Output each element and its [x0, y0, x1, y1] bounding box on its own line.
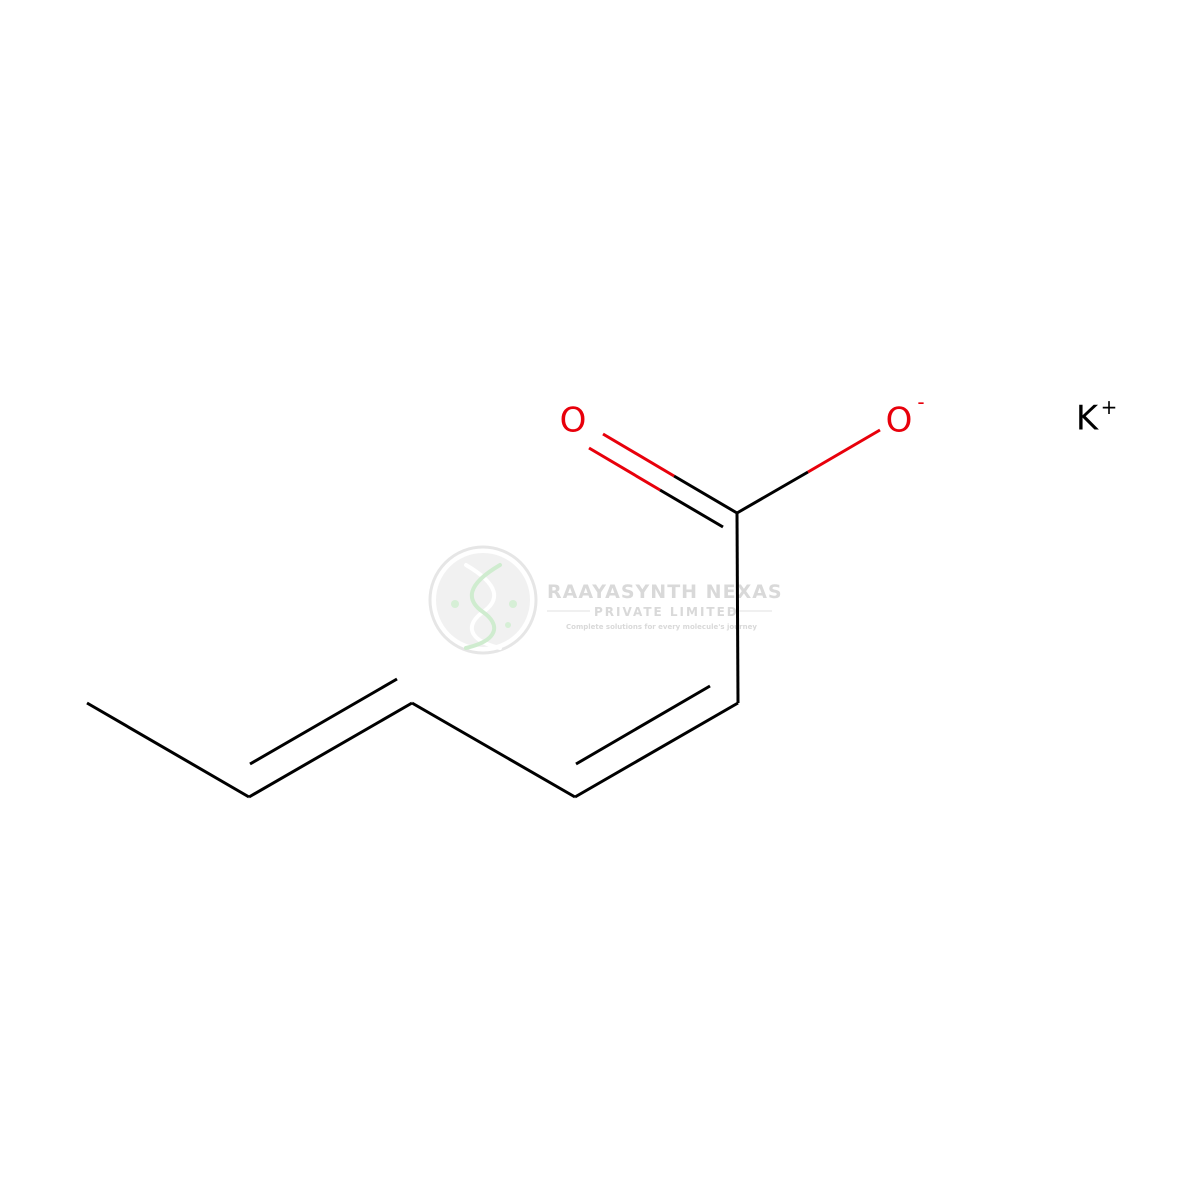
bond-anion-red: [807, 428, 881, 474]
watermark-tagline: Complete solutions for every molecule's …: [566, 623, 757, 631]
potassium-charge: +: [1101, 395, 1118, 419]
watermark-logo-disc: [436, 553, 530, 647]
dna-helix-icon: [451, 563, 517, 650]
bond-carbonyl-red-b: [588, 446, 661, 492]
anionic-oxygen-charge: -: [917, 390, 924, 414]
bond-c5-c4-second: [249, 677, 398, 766]
bond-c5-c4: [248, 701, 413, 799]
bond-c2-c1: [735, 512, 740, 704]
carbon-bonds: [86, 470, 809, 799]
potassium-label: K: [1076, 399, 1100, 439]
company-watermark: RAAYASYNTH NEXAS PRIVATE LIMITED Complet…: [428, 545, 783, 655]
bond-c1-o-single-black: [736, 470, 809, 515]
bond-c3-c2: [574, 701, 739, 799]
bond-c3-c2-second: [575, 684, 711, 766]
watermark-logo-ring: [428, 545, 538, 655]
bond-c1-o-double-black-a: [673, 474, 738, 515]
watermark-company-name: RAAYASYNTH NEXAS: [547, 581, 783, 603]
bond-c1-o-double-black-b: [659, 488, 724, 529]
bond-carbonyl-red-a: [602, 432, 675, 478]
bond-c4-c3: [411, 701, 576, 799]
watermark-subtitle: PRIVATE LIMITED: [594, 605, 739, 619]
oxygen-bonds: [588, 428, 881, 492]
bond-c6-c5: [86, 701, 250, 799]
anionic-oxygen-label: O: [886, 401, 913, 441]
carbonyl-oxygen-label: O: [560, 401, 587, 441]
